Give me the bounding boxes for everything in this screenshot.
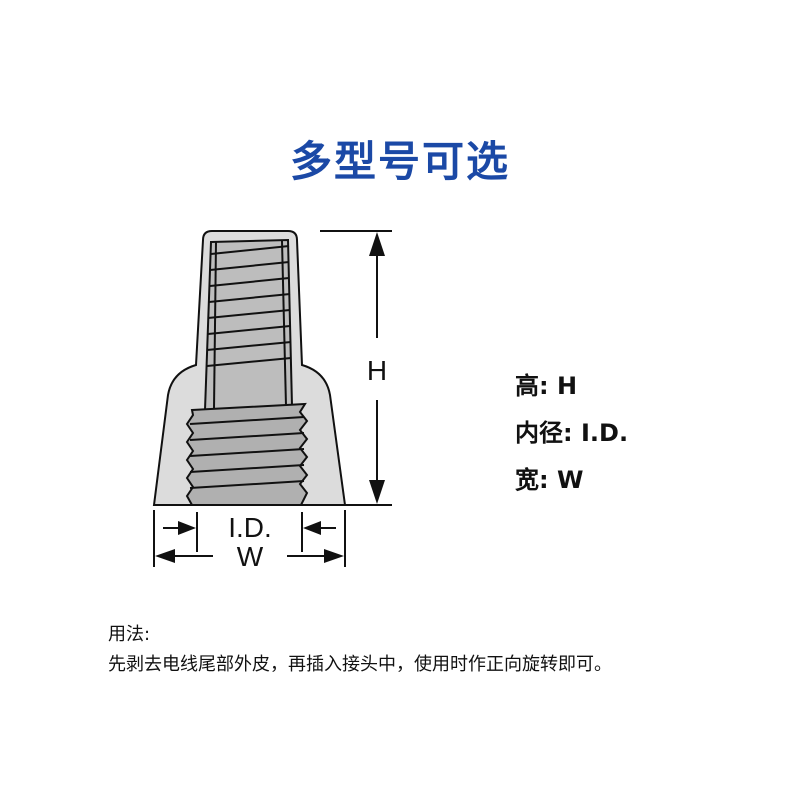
legend-label: 宽:: [515, 466, 549, 494]
legend-value: W: [556, 466, 584, 494]
usage-text: 先剥去电线尾部外皮，再插入接头中，使用时作正向旋转即可。: [108, 654, 612, 675]
usage-heading: 用法:: [108, 624, 151, 645]
legend-label: 高:: [515, 372, 549, 400]
legend-width: 宽: W: [515, 460, 583, 495]
upper-threads: [206, 240, 292, 410]
width-label: W: [237, 541, 264, 572]
legend-inner-diameter: 内径: I.D.: [515, 413, 628, 448]
height-label: H: [367, 355, 387, 386]
page-title: 多型号可选: [289, 137, 510, 186]
inner-diameter-label: I.D.: [228, 512, 272, 543]
legend-value: I.D.: [580, 419, 629, 447]
legend-height: 高: H: [515, 366, 577, 401]
legend-label: 内径:: [515, 419, 573, 447]
legend-value: H: [556, 372, 578, 400]
inner-diameter-dimension: [153, 510, 346, 567]
height-dimension: [154, 230, 392, 506]
